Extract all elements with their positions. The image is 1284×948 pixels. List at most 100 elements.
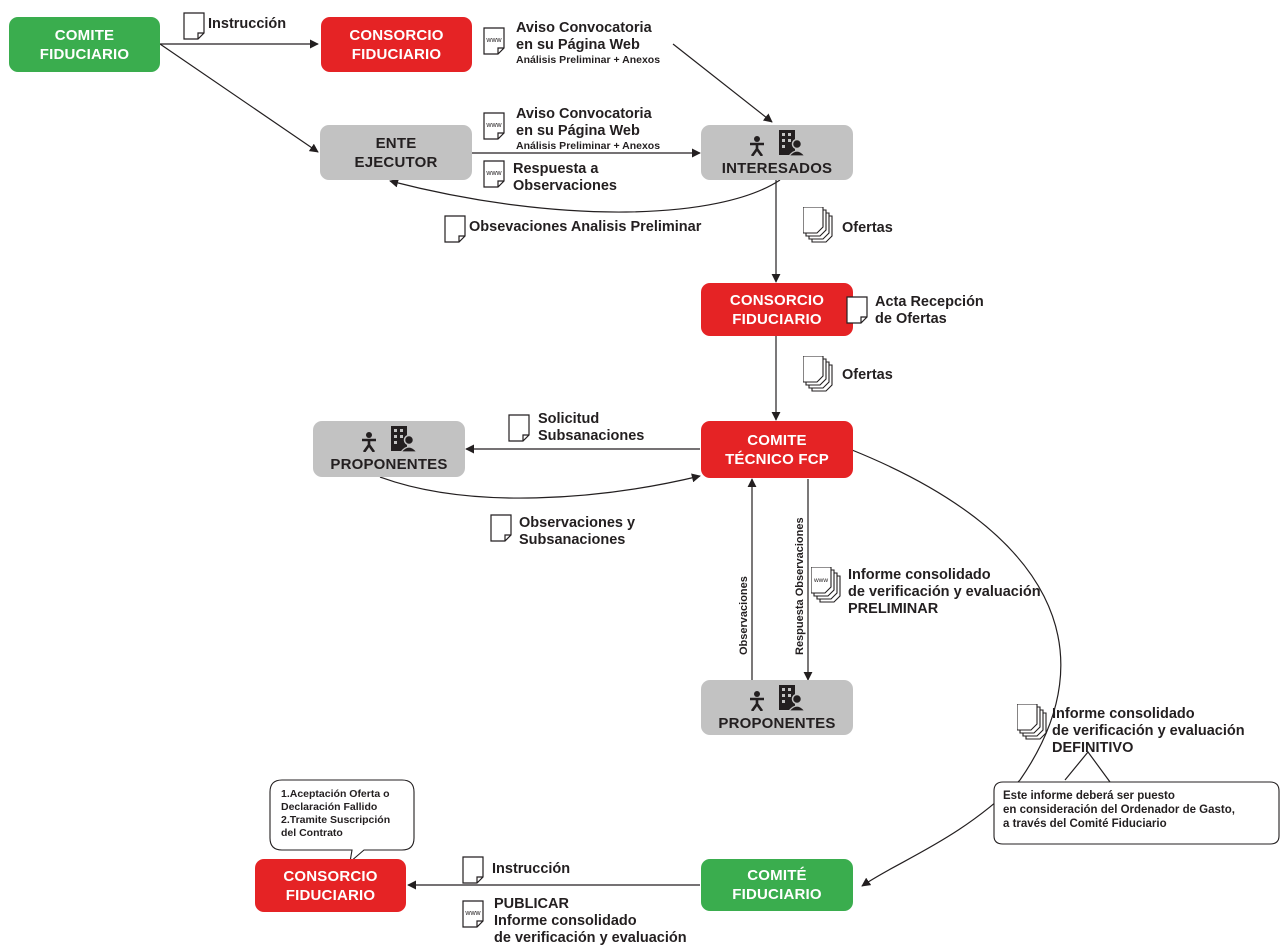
node-label: PROPONENTES bbox=[718, 714, 836, 732]
node-label: FIDUCIARIO bbox=[39, 45, 130, 63]
document-icon bbox=[444, 215, 466, 243]
respuesta-observaciones-label: Respuesta a Observaciones bbox=[513, 161, 617, 195]
www-document-icon: www bbox=[483, 112, 505, 140]
arrow-interesados-to-ente bbox=[389, 178, 781, 213]
label-line: de Ofertas bbox=[875, 311, 947, 327]
proponentes-node: PROPONENTES bbox=[701, 680, 853, 735]
solicitud-subsanaciones-label: Solicitud Subsanaciones bbox=[538, 411, 644, 445]
nota-definitivo: Este informe deberá ser puesto en consid… bbox=[1003, 789, 1235, 831]
informe-definitivo-label: Informe consolidado de verificación y ev… bbox=[1052, 706, 1245, 757]
comite-tecnico-fcp-node: COMITE TÉCNICO FCP bbox=[701, 421, 853, 478]
svg-text:www: www bbox=[485, 122, 502, 129]
interesados-node: INTERESADOS bbox=[701, 125, 853, 180]
document-icon bbox=[490, 514, 512, 542]
building-user-icon bbox=[779, 684, 805, 711]
node-label: COMITE bbox=[747, 431, 807, 449]
svg-text:www: www bbox=[813, 577, 828, 584]
label-line: 1.Aceptación Oferta o bbox=[281, 788, 390, 800]
label-subline: Análisis Preliminar + Anexos bbox=[516, 54, 661, 66]
comite-fiduciario-node: COMITÉ FIDUCIARIO bbox=[701, 859, 853, 911]
aviso-convocatoria-label: Aviso Convocatoria en su Página Web Anál… bbox=[516, 106, 660, 152]
consorcio-fiduciario-node: CONSORCIO FIDUCIARIO bbox=[321, 17, 472, 72]
label-line: Respuesta a bbox=[513, 161, 599, 177]
node-label: TÉCNICO FCP bbox=[725, 450, 829, 468]
informe-preliminar-label: Informe consolidado de verificación y ev… bbox=[848, 567, 1041, 618]
person-icon bbox=[750, 690, 764, 711]
arrow-comite-tecnico-to-comite-fiduciario bbox=[851, 449, 1062, 887]
node-label: EJECUTOR bbox=[354, 153, 438, 171]
document-stack-icon bbox=[803, 207, 833, 243]
label-line: Informe consolidado bbox=[848, 567, 991, 583]
svg-text:www: www bbox=[485, 170, 502, 177]
respuesta-observaciones-vertical-label: Respuesta Observaciones bbox=[794, 517, 806, 655]
node-label: CONSORCIO bbox=[349, 26, 444, 44]
node-label: PROPONENTES bbox=[330, 456, 448, 473]
node-label: ENTE bbox=[375, 134, 417, 152]
node-label: FIDUCIARIO bbox=[732, 310, 822, 328]
consorcio-fiduciario-node: CONSORCIO FIDUCIARIO bbox=[701, 283, 853, 336]
aviso-convocatoria-label: Aviso Convocatoria en su Página Web Anál… bbox=[516, 20, 660, 66]
label-line: Solicitud bbox=[538, 411, 600, 427]
label-line: de verificación y evaluación bbox=[1052, 723, 1245, 739]
label-line: en su Página Web bbox=[516, 123, 640, 139]
svg-text:www: www bbox=[485, 37, 502, 44]
node-label: FIDUCIARIO bbox=[351, 45, 442, 63]
label-line: Informe consolidado bbox=[1052, 706, 1195, 722]
acta-recepcion-label: Acta Recepción de Ofertas bbox=[875, 294, 984, 328]
www-document-icon: www bbox=[462, 900, 484, 928]
publicar-label: PUBLICAR Informe consolidado de verifica… bbox=[494, 896, 687, 947]
node-label: FIDUCIARIO bbox=[285, 886, 376, 904]
ofertas-label: Ofertas bbox=[842, 220, 893, 236]
arrow-aviso-to-interesados bbox=[672, 43, 773, 123]
document-icon bbox=[846, 296, 868, 324]
label-line: Declaración Fallido bbox=[281, 801, 378, 813]
label-line: PUBLICAR bbox=[494, 896, 569, 912]
node-label: FIDUCIARIO bbox=[732, 886, 822, 903]
label-line: Observaciones bbox=[513, 178, 617, 194]
node-label: CONSORCIO bbox=[729, 291, 825, 309]
label-line: Este informe deberá ser puesto bbox=[1003, 790, 1175, 802]
node-label: COMITÉ bbox=[747, 867, 807, 884]
label-line: DEFINITIVO bbox=[1052, 740, 1134, 756]
document-icon bbox=[183, 12, 205, 40]
observaciones-vertical-label: Observaciones bbox=[738, 576, 750, 655]
building-user-icon bbox=[779, 129, 805, 156]
observaciones-preliminar-label: Obsevaciones Analisis Preliminar bbox=[469, 219, 702, 235]
comite-fiduciario-node: COMITE FIDUCIARIO bbox=[9, 17, 160, 72]
note-pointer bbox=[1064, 751, 1111, 783]
callout-aceptacion: 1.Aceptación Oferta o Declaración Fallid… bbox=[281, 788, 390, 840]
note-bubble bbox=[993, 781, 1280, 845]
document-icon bbox=[462, 856, 484, 884]
label-line: PRELIMINAR bbox=[848, 601, 939, 617]
www-document-icon: www bbox=[483, 160, 505, 188]
www-document-icon: www bbox=[483, 27, 505, 55]
node-label: COMITE bbox=[54, 26, 115, 44]
instruccion-label: Instrucción bbox=[208, 16, 287, 32]
svg-text:www: www bbox=[464, 910, 481, 917]
label-line: en consideración del Ordenador de Gasto, bbox=[1003, 804, 1235, 816]
label-subline: Análisis Preliminar + Anexos bbox=[516, 140, 661, 152]
person-icon bbox=[750, 135, 764, 156]
node-label: INTERESADOS bbox=[721, 159, 833, 177]
label-line: a través del Comité Fiduciario bbox=[1003, 818, 1167, 830]
label-line: Aviso Convocatoria bbox=[516, 20, 652, 36]
label-line: Subsanaciones bbox=[538, 428, 645, 444]
person-icon bbox=[362, 432, 376, 452]
document-icon bbox=[508, 414, 530, 442]
building-user-icon bbox=[391, 426, 417, 452]
label-line: Acta Recepción bbox=[875, 294, 984, 310]
proponentes-node: PROPONENTES bbox=[313, 421, 465, 477]
ofertas-label: Ofertas bbox=[842, 367, 893, 383]
label-line: de verificación y evaluación bbox=[848, 584, 1041, 600]
observaciones-subsanaciones-label: Observaciones y Subsanaciones bbox=[519, 515, 635, 549]
label-line: del Contrato bbox=[281, 827, 343, 839]
label-line: en su Página Web bbox=[516, 37, 640, 53]
label-line: Informe consolidado bbox=[494, 913, 637, 929]
arrow-comite-to-ente bbox=[159, 43, 319, 153]
label-line: Subsanaciones bbox=[519, 532, 626, 548]
label-line: Aviso Convocatoria bbox=[516, 106, 652, 122]
document-stack-icon bbox=[803, 356, 833, 392]
node-label: CONSORCIO bbox=[283, 867, 378, 885]
label-line: 2.Tramite Suscripción bbox=[281, 814, 391, 826]
arrow-proponentes-to-comite-tecnico bbox=[379, 473, 701, 499]
